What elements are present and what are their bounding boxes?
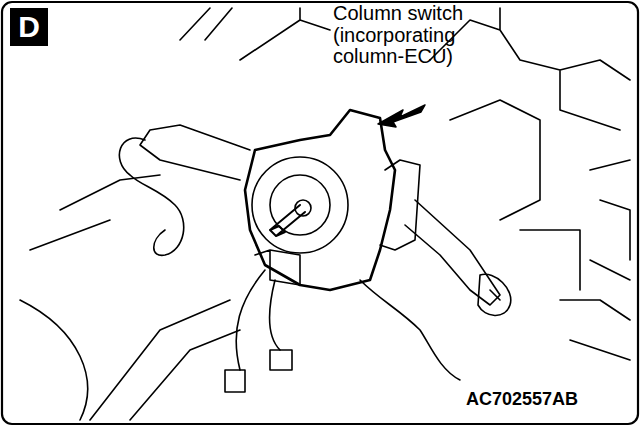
harness-wire — [236, 270, 280, 370]
wire-connector — [225, 370, 245, 392]
switch-connector — [255, 250, 300, 285]
wiper-stalk-base — [380, 160, 420, 250]
leader-arrow — [378, 105, 425, 127]
floor-line — [20, 300, 88, 420]
lighting-stalk — [140, 125, 250, 180]
stalk-lever — [119, 138, 183, 255]
column-switch-outline — [245, 110, 395, 290]
shaft-end — [295, 200, 311, 216]
column-bracket — [450, 100, 580, 290]
wiper-stalk — [405, 200, 500, 305]
wiper-knob — [478, 274, 511, 315]
column-cover — [30, 175, 240, 420]
wire-connector — [270, 350, 292, 370]
clock-spring — [252, 157, 348, 253]
section-letter: D — [18, 10, 40, 44]
callout-label: Column switch (incorporating column-ECU) — [333, 3, 493, 68]
figure-code: AC702557AB — [466, 390, 578, 409]
section-letter-box: D — [10, 8, 48, 46]
clock-spring-inner — [270, 175, 330, 235]
steering-shaft — [270, 205, 305, 236]
lower-cover — [360, 280, 460, 380]
